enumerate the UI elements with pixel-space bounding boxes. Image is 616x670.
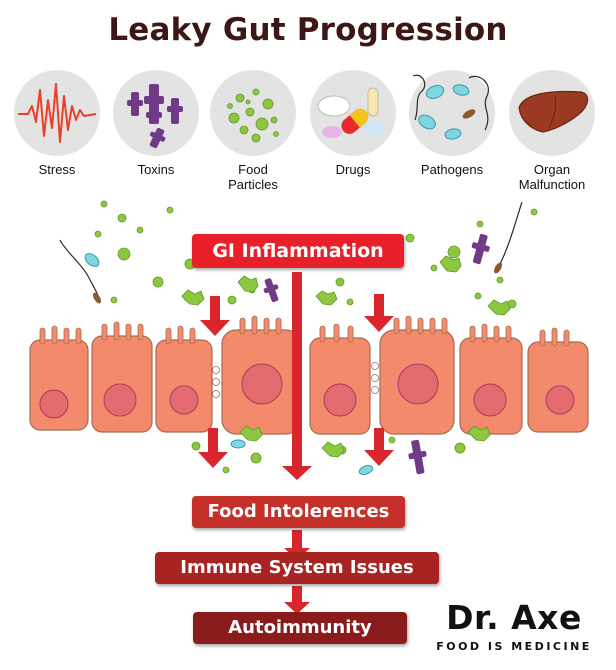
factor-drugs: Drugs xyxy=(307,70,399,177)
dr-axe-logo: Dr. Axe xyxy=(446,598,582,637)
factor-label: Pathogens xyxy=(420,162,484,177)
drugs-pills-icon xyxy=(310,70,396,156)
factor-label: Toxins xyxy=(137,162,175,177)
factor-label: Food Particles xyxy=(228,162,278,192)
toxin-molecules xyxy=(263,233,490,475)
toxins-icon xyxy=(113,70,199,156)
pathogens-icon xyxy=(409,70,495,156)
factor-stress: Stress xyxy=(11,70,103,177)
immune-system-label: Immune System Issues xyxy=(180,557,414,578)
tight-junction-gaps xyxy=(212,362,379,398)
food-clumps xyxy=(181,255,511,316)
liver-icon xyxy=(509,70,595,156)
food-particles-icon xyxy=(210,70,296,156)
factor-label: Stress xyxy=(38,162,76,177)
factor-pathogens: Pathogens xyxy=(406,70,498,177)
page-title: Leaky Gut Progression xyxy=(108,12,508,48)
microvilli xyxy=(39,315,570,347)
autoimmunity-box: Autoimmunity xyxy=(193,612,407,644)
stress-pulse-icon xyxy=(14,70,100,156)
immune-system-box: Immune System Issues xyxy=(155,552,439,584)
epithelial-cells xyxy=(29,329,589,435)
factor-toxins: Toxins xyxy=(110,70,202,177)
factor-label: Drugs xyxy=(335,162,371,177)
autoimmunity-label: Autoimmunity xyxy=(228,617,372,638)
factor-food-particles: Food Particles xyxy=(207,70,299,192)
factor-label: Organ Malfunction xyxy=(518,162,586,192)
gi-inflammation-label: GI Inflammation xyxy=(212,240,384,262)
food-intolerances-label: Food Intolerences xyxy=(207,501,390,522)
food-intolerances-box: Food Intolerences xyxy=(192,496,405,528)
leaked-particles xyxy=(191,425,491,474)
cell-nuclei xyxy=(39,363,575,419)
logo-tagline: FOOD IS MEDICINE xyxy=(436,640,592,653)
factor-organ-malfunction: Organ Malfunction xyxy=(506,70,598,192)
gi-inflammation-box: GI Inflammation xyxy=(192,234,404,268)
